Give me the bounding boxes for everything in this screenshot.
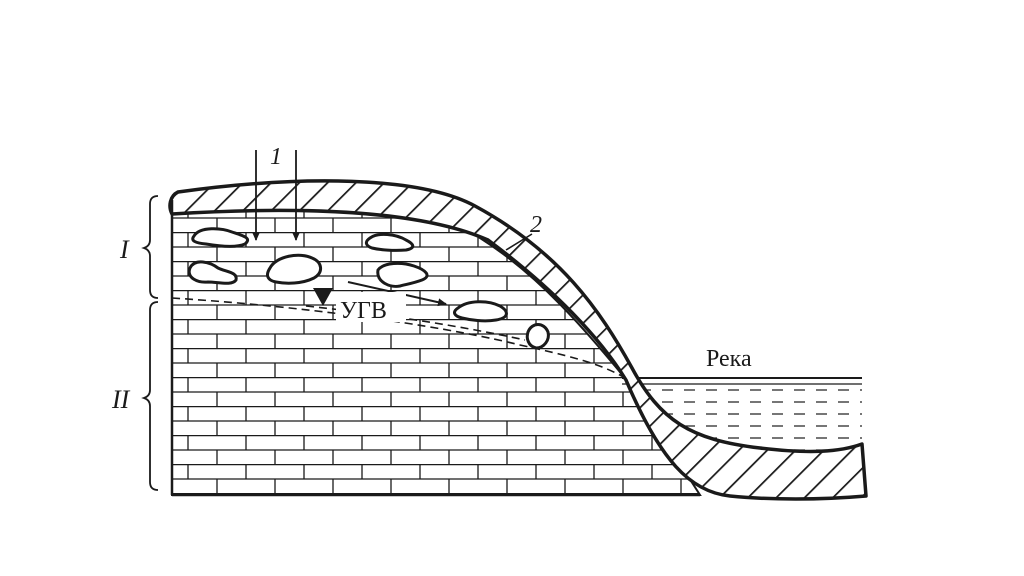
zone-upper-label: I xyxy=(119,235,130,264)
river-water xyxy=(622,377,862,459)
groundwater-level-label: УГВ xyxy=(340,298,387,324)
zone-brackets xyxy=(141,195,159,491)
cover-layer-leader xyxy=(505,233,533,251)
cavity xyxy=(187,260,238,285)
water-level-triangle-icon xyxy=(313,288,333,306)
zone-boundary-line xyxy=(171,297,626,379)
infiltration-marker-label: 1 xyxy=(270,144,282,170)
cavity xyxy=(525,323,550,350)
infiltration-arrows xyxy=(252,150,300,241)
cavity xyxy=(376,261,429,288)
zone-upper-bracket xyxy=(141,195,159,299)
cavity xyxy=(191,227,250,248)
karst-cavities xyxy=(187,227,550,350)
river-label: Река xyxy=(706,346,752,372)
cover-marker-label: 2 xyxy=(530,212,542,238)
groundwater-level-marker xyxy=(313,281,447,322)
zone-lower-label: II xyxy=(111,385,131,414)
cavity xyxy=(364,232,415,252)
cover-layer xyxy=(168,179,868,501)
cavity xyxy=(453,300,508,323)
cavity xyxy=(266,253,322,285)
zone-lower-bracket xyxy=(141,301,159,491)
